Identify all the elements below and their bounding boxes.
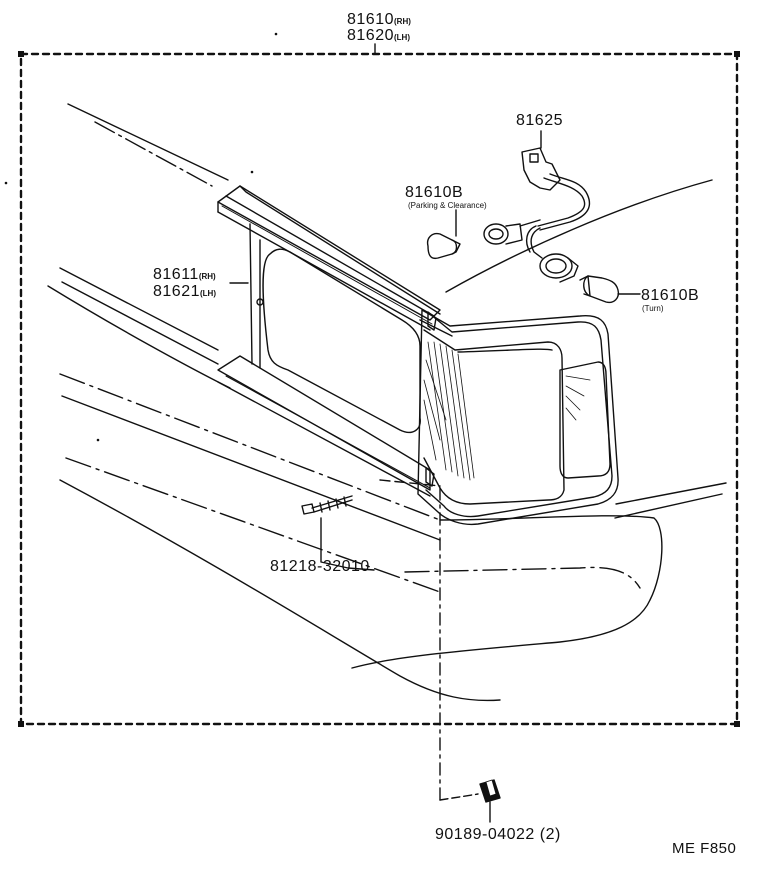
clip-drawing <box>440 488 500 822</box>
socket-part-number: 81625 <box>516 112 563 129</box>
leader-lines <box>230 131 541 283</box>
screw-part-number: 81218-32010 <box>270 558 370 575</box>
housing-lh-suffix: (LH) <box>200 289 216 298</box>
assembly-lh-part-number: 81620 <box>347 27 394 44</box>
drawing-code: ME F850 <box>672 840 737 857</box>
parking-bulb-drawing <box>428 224 522 258</box>
assembly-rh-suffix: (RH) <box>394 17 411 26</box>
housing-lh-label: 81621(LH) <box>153 283 216 301</box>
clip-part-number: 90189-04022 (2) <box>435 826 561 843</box>
assembly-boundary-frame <box>18 44 740 727</box>
socket-harness-drawing <box>520 148 589 282</box>
turn-bulb-note: (Turn) <box>642 304 664 313</box>
turn-bulb-drawing <box>580 276 640 302</box>
housing-rh-part-number: 81611 <box>153 266 199 283</box>
turn-bulb-part-number: 81610B <box>641 287 700 304</box>
lamp-housing-drawing <box>218 186 440 496</box>
scan-specks <box>5 33 277 441</box>
parking-bulb-part-number: 81610B <box>405 184 464 201</box>
screw-drawing <box>302 496 374 570</box>
assembly-rh-label: 81610(RH) <box>347 11 411 29</box>
housing-rh-suffix: (RH) <box>198 272 216 281</box>
parking-bulb-note: (Parking & Clearance) <box>408 201 487 210</box>
vehicle-body-lines <box>48 104 726 700</box>
assembly-lh-label: 81620(LH) <box>347 27 410 45</box>
assembly-lh-suffix: (LH) <box>394 33 410 42</box>
assembly-rh-part-number: 81610 <box>347 11 394 28</box>
housing-rh-label: 81611(RH) <box>153 266 216 284</box>
housing-lh-part-number: 81621 <box>153 283 200 300</box>
lamp-lens-drawing <box>418 310 618 524</box>
